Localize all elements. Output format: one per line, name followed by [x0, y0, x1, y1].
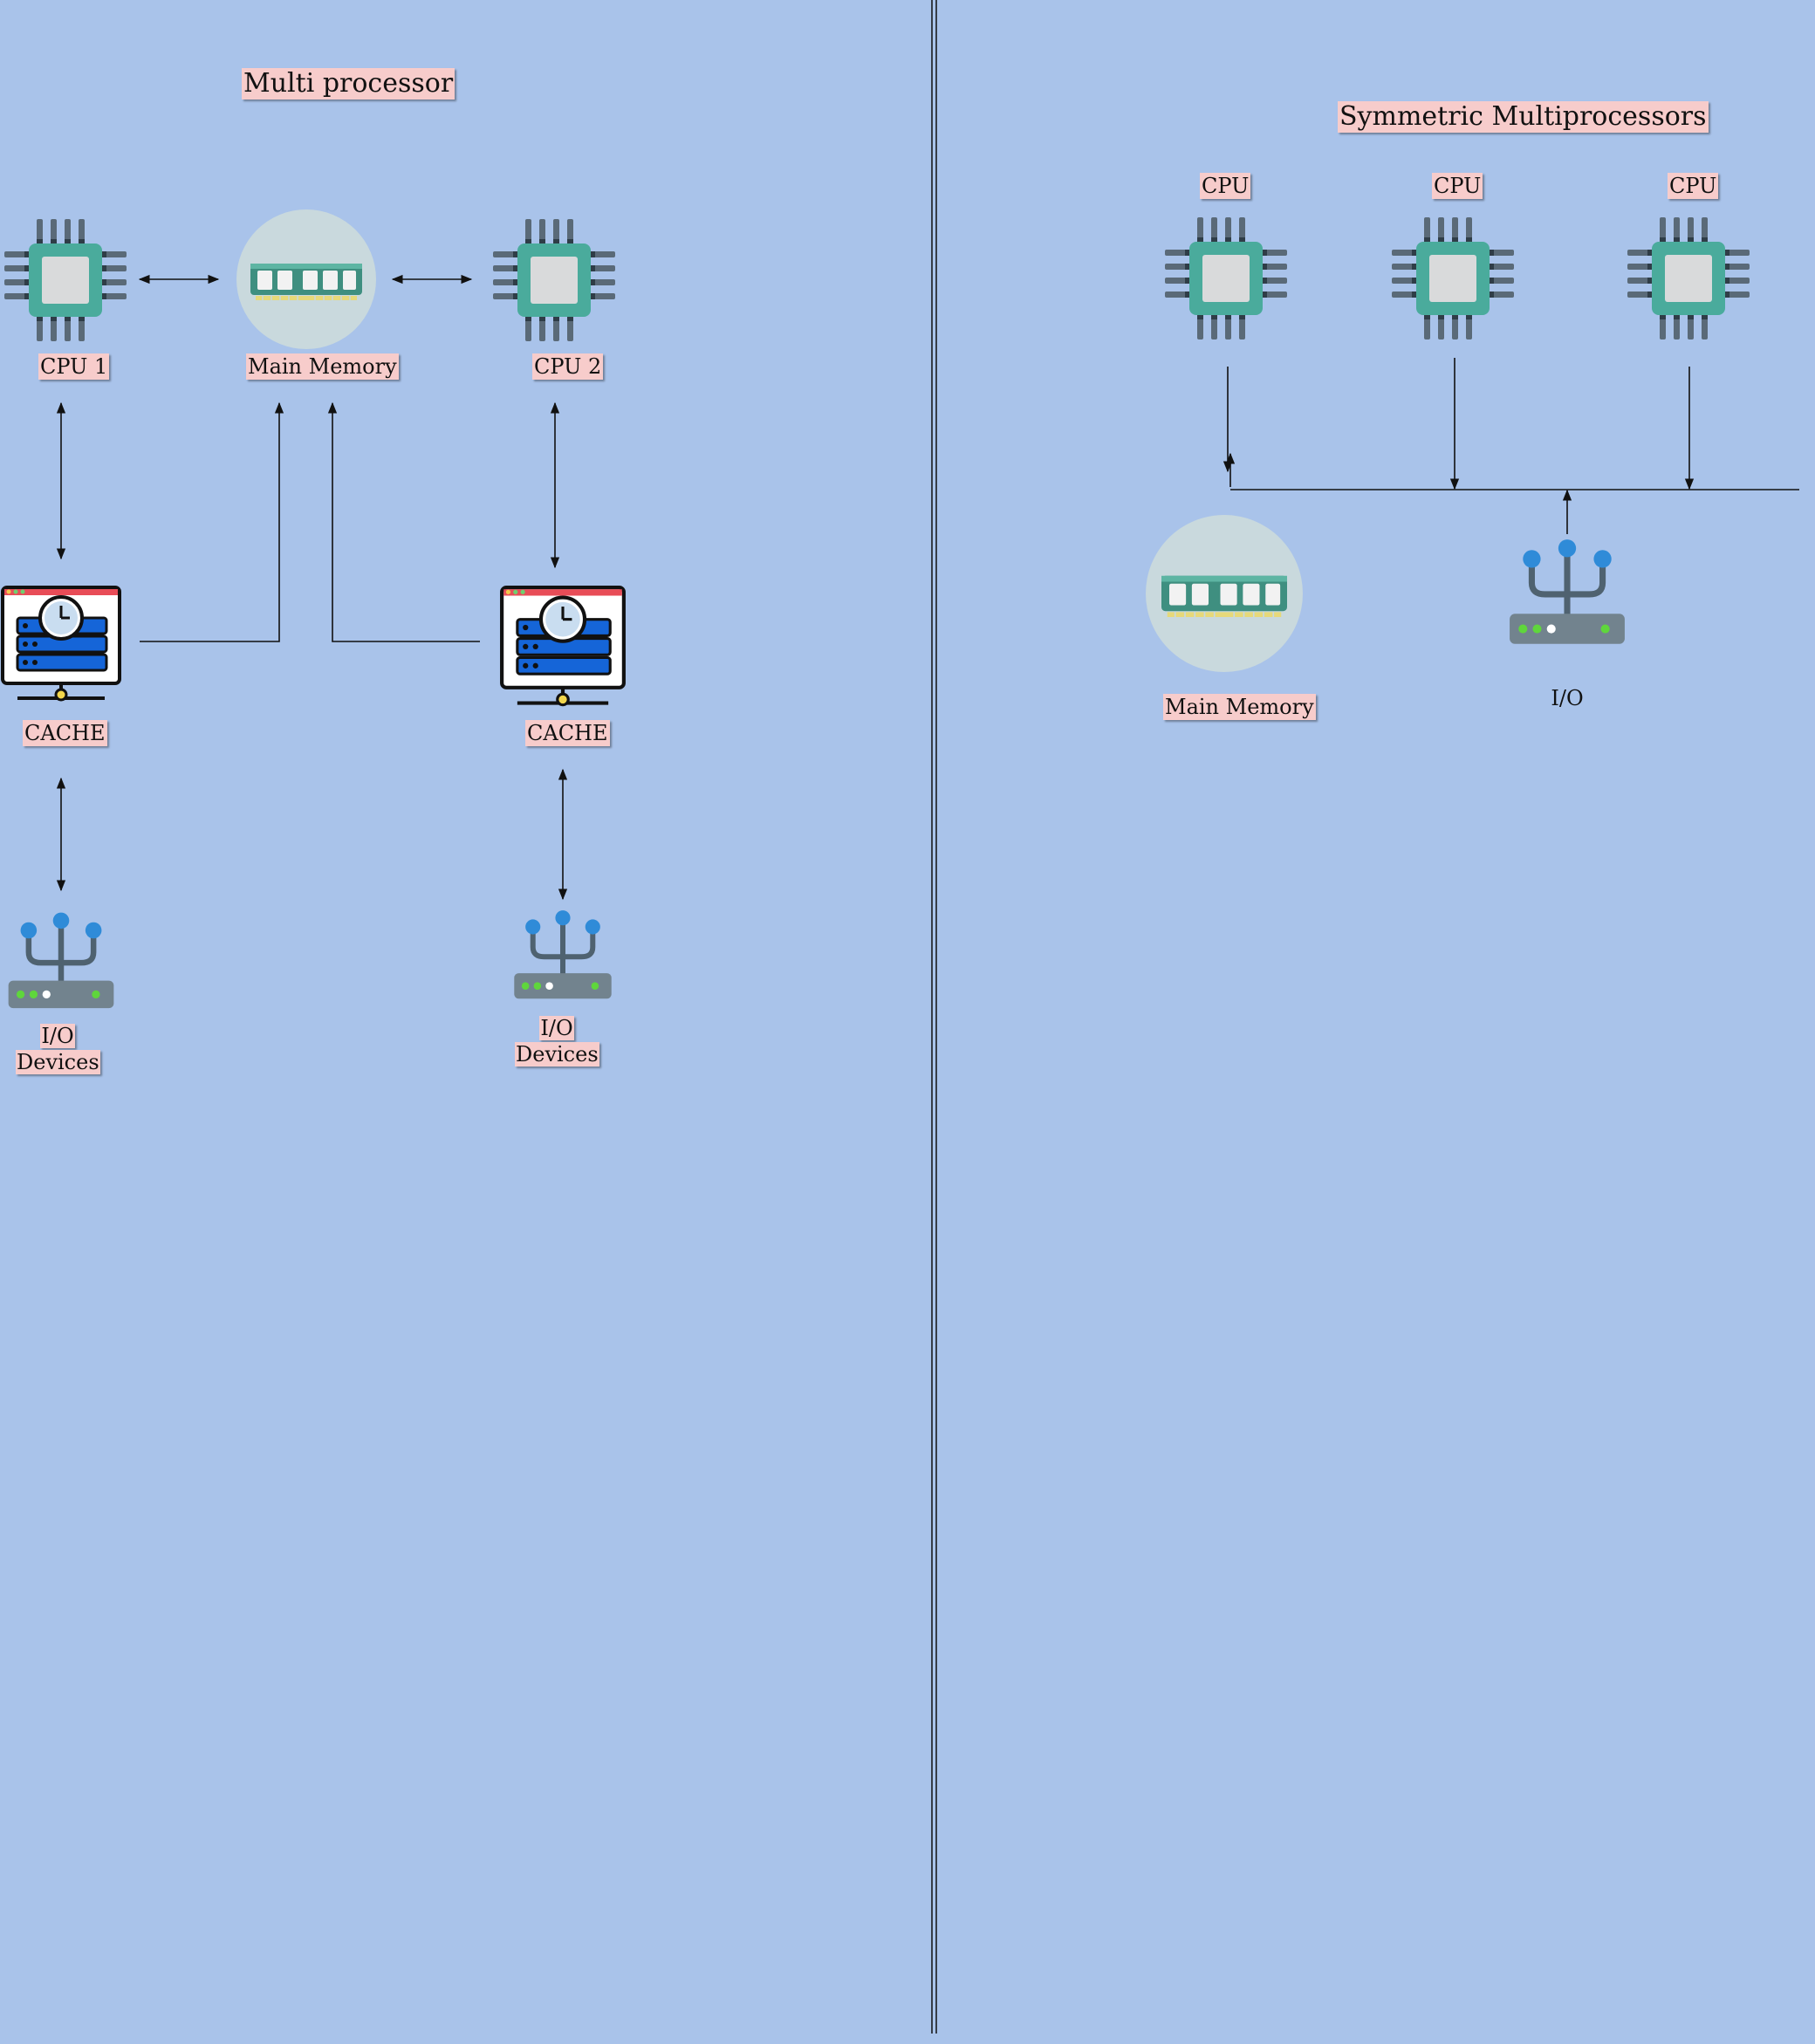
left-diagram-title: Multi processor [242, 68, 455, 99]
cache2-label: CACHE [525, 720, 610, 746]
cache1-label: CACHE [23, 720, 107, 746]
main-memory-label: Main Memory [1163, 694, 1316, 720]
cpu-chip-icon [1387, 213, 1518, 344]
cpu-label: CPU [1668, 173, 1719, 199]
cpu-chip-icon [1161, 213, 1291, 344]
cpu2-label: CPU 2 [532, 353, 604, 380]
memory-ram-icon [236, 209, 376, 349]
cpu-label: CPU [1200, 173, 1251, 199]
cache2-memory-arrow [327, 401, 480, 642]
io-device-icon [510, 906, 615, 1011]
cpu1-label: CPU 1 [38, 353, 110, 380]
cpu-chip-icon [1623, 213, 1754, 344]
io-label-line2: Devices [515, 1042, 599, 1067]
io-device-icon [4, 908, 118, 1021]
cache-server-icon [499, 585, 627, 712]
io-label: I/O [1551, 686, 1584, 710]
main-memory-label: Main Memory [246, 353, 399, 380]
io-devices-label: I/O Devices [515, 1015, 599, 1067]
cache-server-icon [0, 585, 122, 707]
io-label-line1: I/O [539, 1016, 574, 1040]
cpu-label: CPU [1432, 173, 1483, 199]
io-devices-label: I/O Devices [16, 1023, 100, 1075]
cache1-memory-arrow [140, 401, 284, 642]
cpu-chip-icon [489, 215, 620, 346]
io-device-icon [1505, 534, 1629, 658]
right-diagram-title: Symmetric Multiprocessors [1338, 101, 1709, 133]
cpu-chip-icon [0, 215, 131, 346]
io-label-line2: Devices [16, 1050, 100, 1074]
memory-ram-icon [1146, 515, 1303, 672]
io-label-line1: I/O [40, 1024, 75, 1048]
